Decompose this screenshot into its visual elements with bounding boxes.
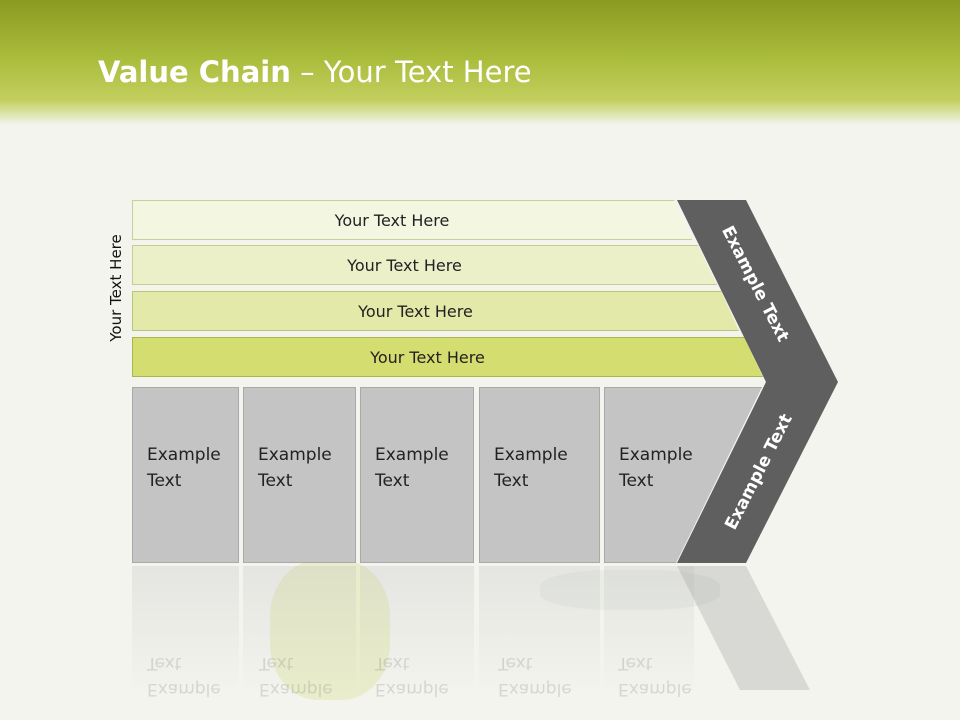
reflection-text-3-line1: Example <box>375 679 449 699</box>
reflection-text-3: Example Text <box>375 650 449 702</box>
example-box-1: Example Text <box>132 387 239 563</box>
value-bar-3-label: Your Text Here <box>358 301 473 321</box>
reflection-text-4: Example Text <box>498 650 572 702</box>
value-bar-4: Your Text Here <box>132 337 763 377</box>
background-photo-shadow <box>540 570 720 610</box>
side-label: Your Text Here <box>107 234 125 342</box>
example-box-3-line1: Example <box>375 445 449 465</box>
title-rest: – Your Text Here <box>290 55 532 89</box>
background-photo-figure <box>270 560 390 700</box>
reflection-text-1-line1: Example <box>147 679 221 699</box>
reflection-text-2-line2: Text <box>259 653 294 673</box>
example-box-3-line2: Text <box>375 471 410 491</box>
reflection-text-2: Example Text <box>259 650 333 702</box>
reflection-text-5-line1: Example <box>618 679 692 699</box>
example-box-5-line2: Text <box>619 471 654 491</box>
page-title: Value Chain – Your Text Here <box>98 55 532 89</box>
reflection-text-4-line1: Example <box>498 679 572 699</box>
box-reflection-3 <box>360 566 474 696</box>
example-box-3: Example Text <box>360 387 474 563</box>
example-box-2: Example Text <box>243 387 356 563</box>
example-box-4-line1: Example <box>494 445 568 465</box>
example-box-1-line2: Text <box>147 471 182 491</box>
value-bar-1: Your Text Here <box>132 200 692 240</box>
value-bar-1-label: Your Text Here <box>334 210 450 230</box>
reflection-text-2-line1: Example <box>259 679 333 699</box>
reflection-text-5: Example Text <box>618 650 692 702</box>
value-bar-3: Your Text Here <box>132 291 739 331</box>
reflection-text-4-line2: Text <box>498 653 533 673</box>
example-box-5: Example Text <box>604 387 762 563</box>
example-box-4: Example Text <box>479 387 600 563</box>
value-bar-4-label: Your Text Here <box>370 347 485 367</box>
example-box-5-line1: Example <box>619 445 693 465</box>
reflection-text-5-line2: Text <box>618 653 653 673</box>
example-box-4-line2: Text <box>494 471 529 491</box>
title-bold: Value Chain <box>98 55 291 89</box>
box-reflection-5 <box>604 566 694 696</box>
example-box-2-line2: Text <box>258 471 293 491</box>
example-box-1-line1: Example <box>147 445 221 465</box>
reflection-text-3-line2: Text <box>375 653 410 673</box>
value-bar-2-label: Your Text Here <box>347 255 462 275</box>
box-reflection-1 <box>132 566 239 696</box>
example-box-2-line1: Example <box>258 445 332 465</box>
box-reflection-2 <box>243 566 356 696</box>
header-band <box>0 0 960 125</box>
box-reflection-4 <box>479 566 600 696</box>
reflection-text-1-line2: Text <box>147 653 182 673</box>
reflection-text-1: Example Text <box>147 650 221 702</box>
value-bar-2: Your Text Here <box>132 245 717 285</box>
